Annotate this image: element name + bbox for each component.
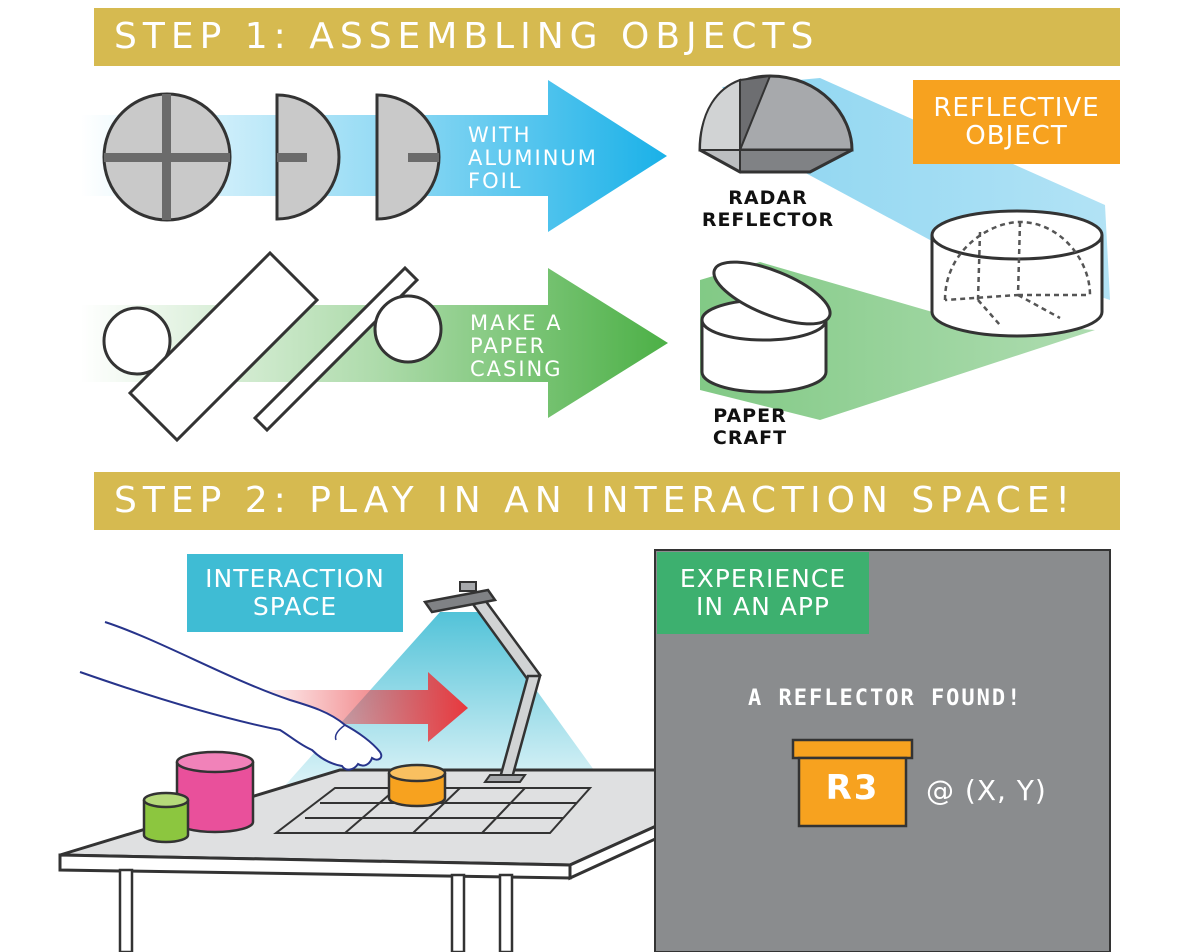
camera-icon <box>422 581 498 614</box>
lime-can-icon <box>142 791 190 844</box>
arrow-top-text: WITH ALUMINUM FOIL <box>468 123 598 193</box>
paper-circle-icon-2 <box>373 294 443 364</box>
position-text: @ (X, Y) <box>926 774 1047 807</box>
orange-can-icon <box>387 763 447 808</box>
step2-banner: STEP 2: PLAY IN AN INTERACTION SPACE! <box>94 472 1120 530</box>
reflective-object-icon <box>930 209 1104 338</box>
reflective-object-label: REFLECTIVE OBJECT <box>913 80 1120 164</box>
arrow-bottom-text: MAKE A PAPER CASING <box>470 311 563 381</box>
experience-app-label: EXPERIENCE IN AN APP <box>657 552 869 634</box>
step1-banner: STEP 1: ASSEMBLING OBJECTS <box>94 8 1120 66</box>
half-circle-icon-1 <box>275 93 341 221</box>
lamp-stand <box>422 581 542 783</box>
radar-reflector-label: RADAR REFLECTOR <box>701 187 835 231</box>
red-arrow <box>250 672 468 742</box>
projected-grid <box>273 787 593 834</box>
paper-strip-icon-2 <box>252 265 420 433</box>
radar-reflector-icon <box>698 74 854 174</box>
half-circle-icon-2 <box>375 93 441 221</box>
blue-arrow <box>80 80 667 232</box>
tag-id-text: R3 <box>825 768 880 808</box>
hand-icon <box>79 621 383 771</box>
reflector-found-text: A REFLECTOR FOUND! <box>748 686 1023 711</box>
paper-craft-label: PAPER CRAFT <box>712 405 788 449</box>
interaction-space-label: INTERACTION SPACE <box>187 554 403 632</box>
foil-circle-icon <box>102 92 232 222</box>
paper-circle-icon-1 <box>102 306 172 376</box>
tag-box-icon <box>791 738 914 828</box>
paper-craft-icon <box>700 260 832 394</box>
paper-strip-icon-1 <box>127 250 320 443</box>
